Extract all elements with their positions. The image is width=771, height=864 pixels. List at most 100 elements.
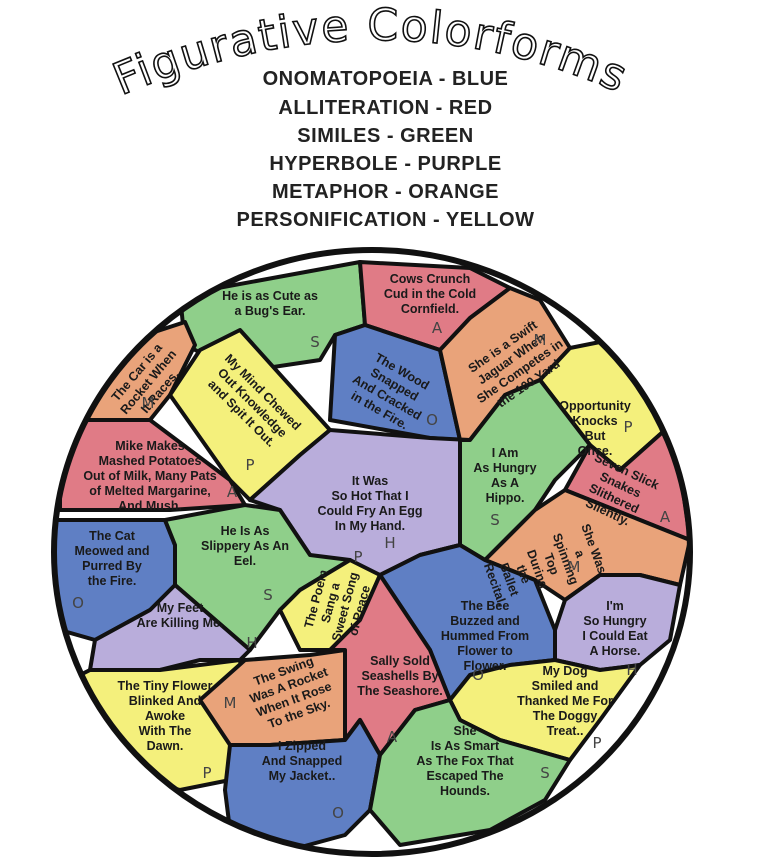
legend-item-similes: SIMILES - GREEN: [297, 125, 474, 147]
piece-13-line-1: He Is As: [221, 524, 270, 538]
piece-1-line-1: He is as Cute as: [222, 289, 318, 303]
piece-9-line-1: It Was: [352, 474, 388, 488]
piece-9-line-3: Could Fry An Egg: [317, 504, 422, 518]
piece-19-line-5: Dawn.: [147, 739, 184, 753]
piece-16-line-1: The Bee: [461, 599, 510, 613]
piece-12-line-2: Meowed and: [74, 544, 149, 558]
piece-21-line-2: Seashells By: [361, 669, 438, 683]
piece-1-line-2: a Bug's Ear.: [234, 304, 305, 318]
piece-7-line-3: But: [585, 429, 607, 443]
piece-8-line-2: Mashed Potatoes: [99, 454, 202, 468]
piece-22-line-5: Treat..: [547, 724, 584, 738]
piece-18-line-2: So Hungry: [583, 614, 646, 628]
legend-item-personification: PERSONIFICATION - YELLOW: [236, 209, 535, 231]
piece-22-line-3: Thanked Me For: [517, 694, 613, 708]
piece-21-line-1: Sally Sold: [370, 654, 430, 668]
piece-14-category-letter: M: [568, 558, 581, 576]
legend-item-alliteration: ALLITERATION - RED: [278, 97, 493, 119]
piece-12-line-3: Purred By: [82, 559, 142, 573]
piece-21-category-letter: A: [387, 728, 398, 746]
piece-2-line-1: Cows Crunch: [390, 272, 471, 286]
piece-1-category-letter: S: [310, 333, 320, 351]
piece-8-shape: [58, 418, 247, 512]
piece-23-line-1: I Zipped: [278, 739, 326, 753]
piece-18-shape: [553, 573, 682, 672]
piece-24-category-letter: S: [540, 764, 550, 782]
piece-18-category-letter: H: [626, 661, 637, 679]
piece-22-line-1: My Dog: [542, 664, 587, 678]
piece-2-category-letter: A: [432, 319, 443, 337]
piece-17-line-2: Are Killing Me.: [137, 616, 224, 630]
piece-8-category-letter: A: [227, 483, 238, 501]
piece-14-line-6: the: [513, 563, 533, 585]
piece-12-line-4: the Fire.: [88, 574, 137, 588]
piece-10-shape: [458, 378, 592, 562]
piece-22-line-2: Smiled and: [532, 679, 599, 693]
piece-22-line-4: The Doggy: [533, 709, 598, 723]
piece-13-line-3: Eel.: [234, 554, 256, 568]
piece-10-line-4: Hippo.: [486, 491, 525, 505]
legend-item-metaphor: METAPHOR - ORANGE: [271, 181, 499, 203]
piece-16-line-2: Buzzed and: [450, 614, 519, 628]
piece-9-category-letter: H: [384, 534, 395, 552]
legend-item-onomatopoeia: ONOMATOPOEIA - BLUE: [262, 68, 509, 90]
piece-2-line-3: Cornfield.: [401, 302, 459, 316]
piece-17-category-letter: H: [246, 634, 257, 652]
piece-3-category-letter: M: [142, 394, 155, 412]
piece-18-line-3: I Could Eat: [582, 629, 648, 643]
piece-16-category-letter: O: [472, 666, 484, 684]
piece-8-line-5: And Mush.: [118, 499, 182, 513]
piece-24-line-2: Is As Smart: [431, 739, 500, 753]
piece-10-line-3: As A: [491, 476, 519, 490]
piece-8-line-4: of Melted Margarine,: [89, 484, 211, 498]
piece-13-category-letter: S: [263, 586, 273, 604]
piece-22-category-letter: P: [592, 734, 601, 752]
piece-10-line-2: As Hungry: [473, 461, 536, 475]
piece-6-category-letter: M: [534, 331, 547, 349]
piece-8-line-1: Mike Makes: [115, 439, 185, 453]
piece-23-line-2: And Snapped: [262, 754, 343, 768]
piece-12-line-1: The Cat: [89, 529, 136, 543]
piece-16-line-3: Hummed From: [441, 629, 529, 643]
piece-12-category-letter: O: [72, 594, 84, 612]
piece-20-category-letter: M: [224, 694, 237, 712]
piece-13-line-2: Slippery As An: [201, 539, 289, 553]
piece-24-line-4: Escaped The: [426, 769, 503, 783]
piece-1: He is as Cute asa Bug's Ear.: [222, 289, 318, 318]
piece-23-line-3: My Jacket..: [269, 769, 336, 783]
piece-11-category-letter: A: [660, 508, 671, 526]
piece-9-line-2: So Hot That I: [331, 489, 408, 503]
piece-18-line-1: I'm: [606, 599, 624, 613]
legend-item-hyperbole: HYPERBOLE - PURPLE: [269, 153, 502, 175]
arched-title: Figurative Colorforms: [105, 0, 634, 106]
piece-19-line-4: With The: [139, 724, 192, 738]
piece-10-category-letter: S: [490, 511, 500, 529]
piece-19-line-1: The Tiny Flower: [118, 679, 213, 693]
piece-16-line-4: Flower to: [457, 644, 513, 658]
piece-5-category-letter: O: [426, 411, 438, 429]
piece-10-line-1: I Am: [492, 446, 519, 460]
piece-15-category-letter: P: [353, 548, 362, 566]
piece-2-line-2: Cud in the Cold: [384, 287, 476, 301]
piece-24-line-5: Hounds.: [440, 784, 490, 798]
piece-18-line-4: A Horse.: [590, 644, 641, 658]
piece-4-category-letter: P: [245, 456, 254, 474]
piece-7-line-2: Knocks: [572, 414, 617, 428]
